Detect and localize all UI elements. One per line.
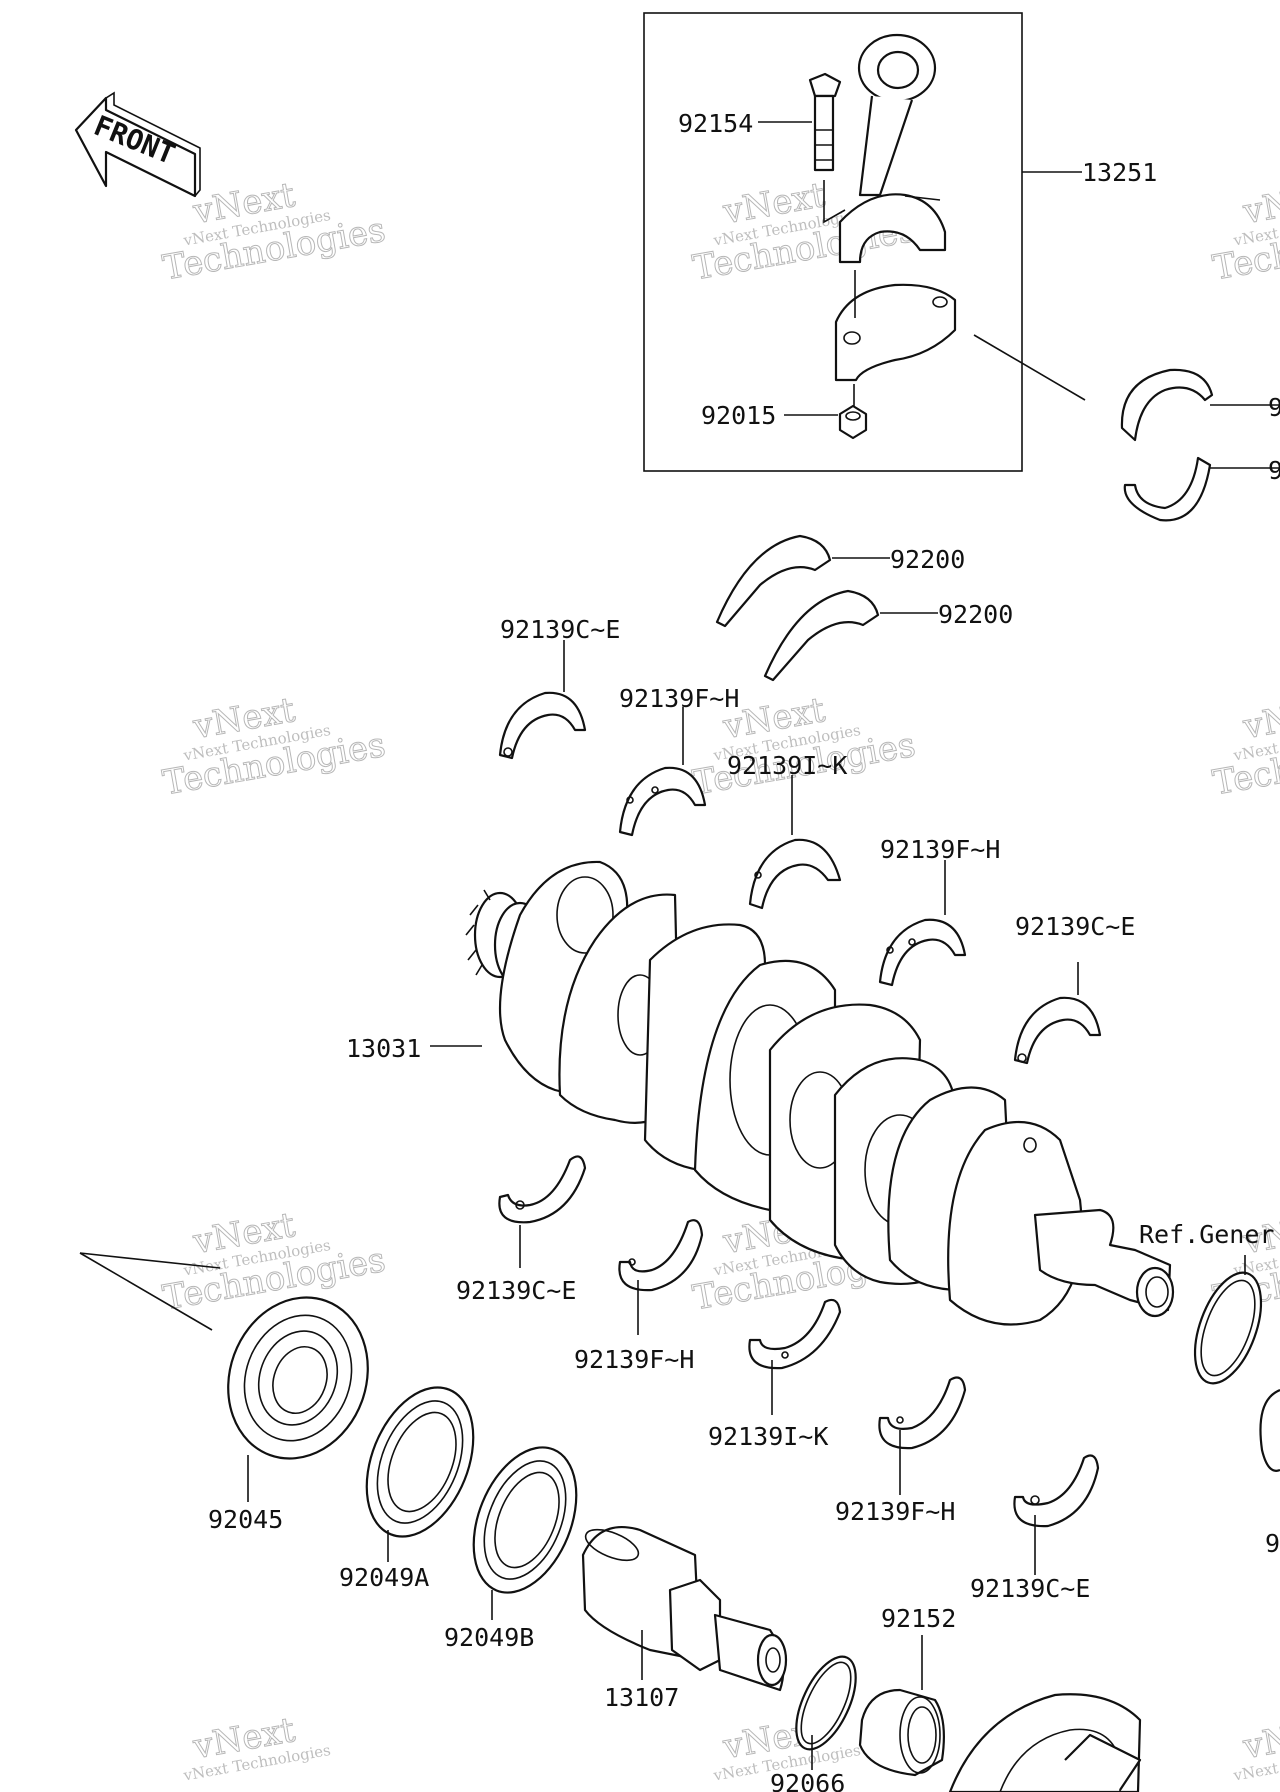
thrust-washer-92200-lower bbox=[763, 589, 938, 682]
part-label[interactable]: 92154 bbox=[678, 109, 753, 138]
crankshaft-13031 bbox=[430, 860, 1175, 1326]
part-label[interactable]: 92139F~H bbox=[835, 1497, 955, 1526]
ref-label[interactable]: Ref.Gener bbox=[1139, 1220, 1274, 1249]
watermark: vNext vNext Technologies bbox=[181, 1710, 332, 1785]
watermark: vNext vNext Technologies Technologies bbox=[1209, 175, 1280, 289]
part-label[interactable]: 13031 bbox=[346, 1034, 421, 1063]
part-label[interactable]: 92139C~E bbox=[500, 615, 620, 644]
gear-partial bbox=[948, 1693, 1142, 1792]
part-label[interactable]: 9 bbox=[1265, 1529, 1280, 1558]
part-label[interactable]: 13107 bbox=[604, 1683, 679, 1712]
connecting-rod bbox=[838, 33, 947, 264]
part-label[interactable]: 92015 bbox=[701, 401, 776, 430]
ring-92066 bbox=[795, 1655, 857, 1770]
part-label[interactable]: 92049B bbox=[444, 1623, 534, 1652]
part-label[interactable]: 9 bbox=[1268, 393, 1280, 422]
main-bearing-lower-2 bbox=[618, 1219, 704, 1335]
conrod-assembly-frame bbox=[643, 12, 1086, 472]
oil-seal-92049a bbox=[365, 1386, 475, 1562]
thrust-washer-92200-upper bbox=[715, 534, 890, 628]
oil-seal-92049b bbox=[472, 1446, 578, 1620]
part-label[interactable]: 92200 bbox=[938, 600, 1013, 629]
main-bearing-upper-2 bbox=[618, 707, 707, 837]
part-label[interactable]: 92066 bbox=[770, 1769, 845, 1792]
watermark: vNext vNext Technologies bbox=[1231, 1710, 1280, 1785]
ring-ref-generator bbox=[1193, 1255, 1280, 1472]
front-arrow-icon: FRONT bbox=[74, 91, 201, 198]
bushing-92152 bbox=[858, 1635, 945, 1777]
part-label[interactable]: 92049A bbox=[339, 1563, 429, 1592]
nut-92015 bbox=[838, 384, 868, 440]
part-label[interactable]: 13251 bbox=[1082, 158, 1157, 187]
part-label[interactable]: 92139F~H bbox=[619, 684, 739, 713]
part-label[interactable]: 92045 bbox=[208, 1505, 283, 1534]
bearing-92045 bbox=[79, 1252, 369, 1502]
part-label[interactable]: 92139F~H bbox=[880, 835, 1000, 864]
part-label[interactable]: 92139C~E bbox=[456, 1276, 576, 1305]
watermark: vNext vNext Technologies Technologies bbox=[159, 690, 389, 804]
part-label[interactable]: 92139I~K bbox=[727, 751, 847, 780]
watermark: vNext vNext Technologies Technologies bbox=[689, 175, 919, 289]
main-bearing-lower-3 bbox=[748, 1298, 842, 1415]
main-bearing-lower-5 bbox=[1013, 1454, 1100, 1575]
bolt-92154 bbox=[808, 72, 846, 224]
leader-lines bbox=[758, 121, 838, 416]
part-label[interactable]: 92139C~E bbox=[970, 1574, 1090, 1603]
rod-cap bbox=[834, 270, 957, 382]
bigend-bearing-upper bbox=[1120, 368, 1280, 442]
bigend-bearing-lower bbox=[1123, 456, 1280, 522]
part-label[interactable]: 92139I~K bbox=[708, 1422, 828, 1451]
part-label[interactable]: 92139C~E bbox=[1015, 912, 1135, 941]
main-bearing-lower-4 bbox=[878, 1376, 967, 1495]
part-label[interactable]: 9 bbox=[1268, 456, 1280, 485]
main-bearing-lower-1 bbox=[498, 1155, 587, 1268]
part-label[interactable]: 92200 bbox=[890, 545, 965, 574]
shaft-13107 bbox=[581, 1525, 788, 1692]
main-bearing-upper-5 bbox=[1013, 962, 1102, 1065]
main-bearing-upper-4 bbox=[878, 860, 967, 987]
part-labels: 92154 13251 92015 92200 92200 92139C~E 9… bbox=[208, 109, 1280, 1792]
main-bearing-upper-1 bbox=[498, 640, 587, 760]
part-label[interactable]: 92139F~H bbox=[574, 1345, 694, 1374]
main-bearing-upper-3 bbox=[748, 775, 842, 910]
part-label[interactable]: 92152 bbox=[881, 1604, 956, 1633]
watermark: vNext vNext Technologies Technologies bbox=[159, 1205, 389, 1319]
watermark: vNext vNext Technologies Technologies bbox=[1209, 690, 1280, 804]
